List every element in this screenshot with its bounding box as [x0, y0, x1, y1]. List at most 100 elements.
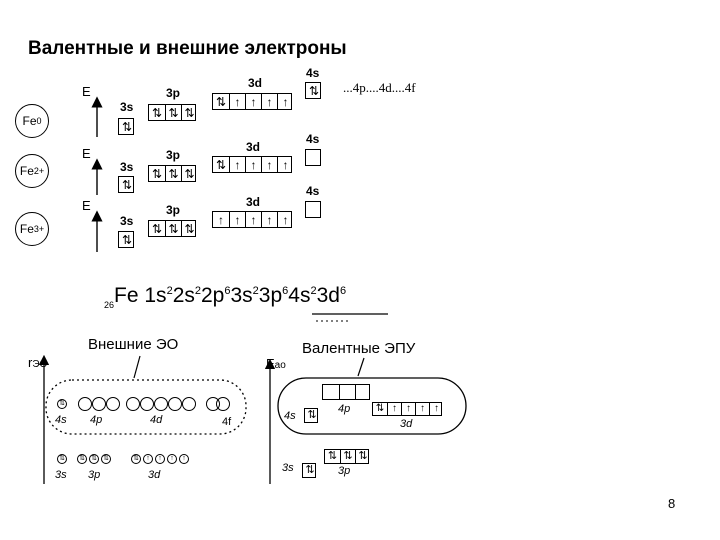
label-4s: 4s [284, 410, 296, 422]
orbital-cell: ↑ [277, 212, 293, 227]
energy-label: E [82, 84, 91, 99]
orbital-cell: ⇅ [375, 403, 385, 414]
orbital-cell: ↑ [415, 403, 429, 415]
orbital-cell: ↑ [429, 403, 443, 415]
orbital-cell: ↑ [229, 94, 245, 109]
label-4d: 4d [150, 414, 163, 426]
orbital-cell: ⇅ [307, 409, 317, 421]
label-3p: 3p [166, 148, 181, 162]
outer-pointer [133, 355, 141, 379]
orbital-circle-3p: ⇅ [101, 454, 111, 464]
orbital-circle-4d [140, 397, 154, 411]
ion-charge: 0 [36, 116, 42, 126]
orbital-cell: ↑ [401, 403, 415, 415]
config-term: 3s [230, 284, 253, 307]
orbital-cell: ⇅ [308, 83, 320, 98]
axis-sub: ЭО [32, 359, 48, 370]
orbital-cell: ↑ [261, 94, 277, 109]
label-3s: 3s [120, 214, 134, 228]
config-electrons: 6 [224, 285, 231, 297]
orbital-circle-4s: ⇅ [57, 399, 67, 409]
orbital-cell: ↑ [261, 157, 277, 172]
orbital-cell: ⇅ [305, 464, 315, 476]
orbital-cell: ⇅ [340, 450, 355, 463]
label-4p: 4p [338, 403, 351, 415]
config-term: 3d [316, 284, 340, 307]
label-4s: 4s [306, 132, 320, 146]
ion-symbol: Fe [22, 114, 37, 128]
orbital-cell: ⇅ [121, 119, 133, 134]
orbital-circle-4f [216, 397, 230, 411]
ion-charge: 3+ [33, 224, 45, 234]
config-term: 2p [201, 284, 225, 307]
orbital-circle-3d: ↑ [179, 454, 189, 464]
higher-orbitals-text: ...4p....4d....4f [343, 80, 416, 95]
energy-label: E [82, 198, 91, 213]
orbital-box-3d: ↑ ↑ ↑ ↑ ↑ [212, 211, 292, 228]
orbital-cell: ↑ [245, 212, 261, 227]
orbital-cell: ↑ [387, 403, 401, 415]
orbital-cell: ⇅ [181, 105, 197, 120]
orbital-cell: ↑ [218, 212, 224, 227]
orbital-box-3s: ⇅ [118, 231, 134, 248]
orbital-cell: ⇅ [165, 166, 181, 181]
orbital-cell: ⇅ [215, 157, 227, 172]
config-electrons: 2 [252, 285, 259, 297]
orbital-circle-4d [182, 397, 196, 411]
orbital-box-3p: ⇅ ⇅ ⇅ [148, 165, 196, 182]
orbital-cell: ↑ [245, 157, 261, 172]
label-3d: 3d [400, 418, 413, 430]
orbital-box-3p: ⇅ ⇅ ⇅ [148, 220, 196, 237]
label-3s: 3s [282, 462, 294, 474]
valence-box-3s: ⇅ [302, 463, 316, 478]
orbital-circle-3d: ↑ [155, 454, 165, 464]
orbital-cell: ⇅ [181, 221, 197, 236]
axis-e: E [266, 356, 275, 371]
label-3p: 3p [166, 203, 181, 217]
orbital-circle-4d [168, 397, 182, 411]
config-term: 4s [288, 284, 311, 307]
orbital-box-3s: ⇅ [118, 118, 134, 135]
config-term: 3p [258, 284, 283, 307]
label-3p: 3p [88, 469, 101, 481]
outer-electrons-outline [45, 379, 247, 435]
ion-charge: 2+ [33, 166, 45, 176]
orbital-cell: ⇅ [165, 221, 181, 236]
config-electrons: 2 [166, 285, 173, 297]
orbital-circle-4d [126, 397, 140, 411]
valence-axis-label: Eао [266, 356, 286, 371]
orbital-circle-4d [154, 397, 168, 411]
label-4f: 4f [222, 416, 232, 428]
orbital-cell: ⇅ [215, 94, 227, 109]
axis-sub: ао [274, 360, 286, 371]
orbital-circle-4p [78, 397, 92, 411]
orbital-circle-3d: ⇅ [131, 454, 141, 464]
page-title: Валентные и внешние электроны [28, 38, 347, 59]
config-electrons: 6 [282, 285, 289, 297]
valence-box-4s: ⇅ [304, 408, 318, 423]
orbital-box-3p: ⇅ ⇅ ⇅ [148, 104, 196, 121]
config-electrons: 2 [194, 285, 201, 297]
orbital-cell: ↑ [261, 212, 277, 227]
orbital-cell: ⇅ [151, 166, 163, 181]
label-3d: 3d [148, 469, 161, 481]
orbital-cell: ⇅ [181, 166, 197, 181]
orbital-circle-3d: ↑ [167, 454, 177, 464]
label-4p: 4p [90, 414, 103, 426]
orbital-circle-3p: ⇅ [77, 454, 87, 464]
orbital-circle-3s: ⇅ [57, 454, 67, 464]
orbital-cell [355, 385, 371, 399]
outer-heading: Внешние ЭО [88, 336, 179, 353]
config-electrons: 6 [339, 285, 347, 297]
valence-pointer [357, 357, 365, 377]
config-term: 2s [172, 284, 195, 307]
label-3d: 3d [248, 76, 263, 90]
element-symbol: Fe [114, 284, 139, 307]
orbital-circle-4p [92, 397, 106, 411]
valence-box-3d: ⇅ ↑ ↑ ↑ ↑ [372, 402, 442, 416]
orbital-cell: ⇅ [165, 105, 181, 120]
orbital-circle-3p: ⇅ [89, 454, 99, 464]
